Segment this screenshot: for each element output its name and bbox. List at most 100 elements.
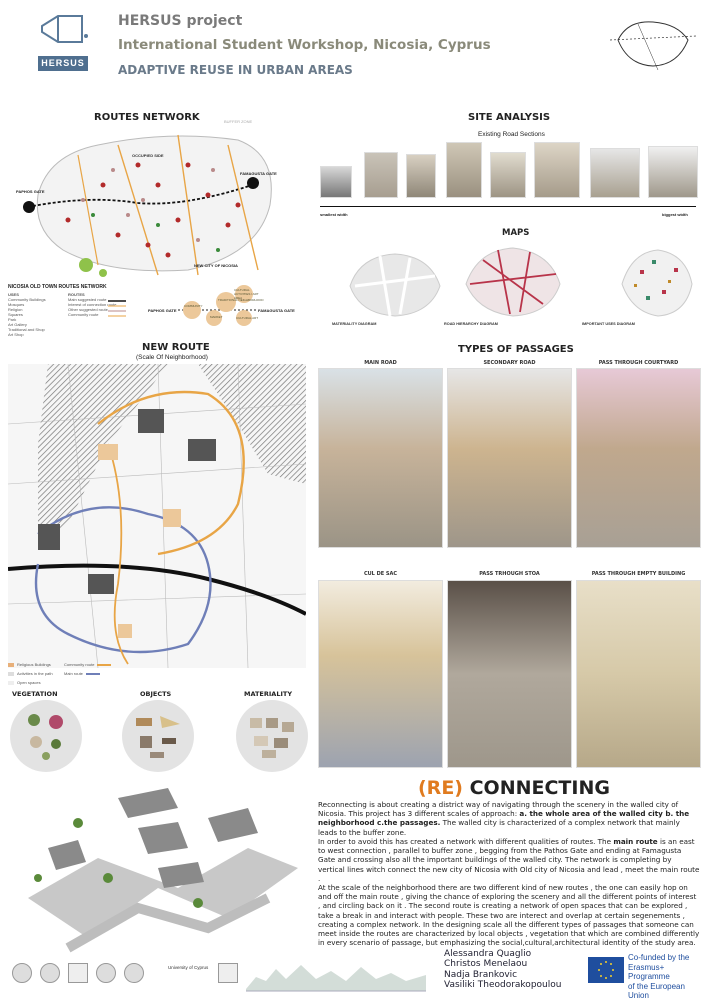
biggest-width-label: biggest width [662, 212, 688, 217]
city-skyline-icon [246, 965, 426, 992]
legend-item: Community route [64, 662, 144, 667]
use-item: Community Buildings [8, 297, 46, 302]
author-name: Christos Menelaou [444, 959, 528, 970]
road-section-photo [490, 152, 526, 198]
maps-row: MATERIALITY DIAGRAM ROAD HIERARCHY DIAGR… [320, 240, 700, 332]
routes-legend: NICOSIA OLD TOWN ROUTES NETWORK USES Com… [8, 284, 308, 344]
width-scale-line [320, 206, 696, 207]
legend-label: Religious Buildings [17, 662, 51, 667]
legend-item: Open spaces [8, 680, 148, 685]
university-seal-icon [12, 963, 32, 983]
objects-title: OBJECTS [140, 690, 172, 698]
axonometric-svg [28, 788, 298, 953]
route-item: Main suggested route [68, 297, 107, 302]
objects-circle [122, 700, 194, 772]
text-segment-bold: main route [613, 836, 658, 846]
legend-item: Activities in the path [8, 671, 148, 676]
paphos-gate-label: PAPHOS GATE [16, 189, 45, 194]
university-seal-icon [96, 963, 116, 983]
project-theme: ADAPTIVE REUSE IN URBAN AREAS [118, 63, 353, 77]
routes-legend-title: NICOSIA OLD TOWN ROUTES NETWORK [8, 284, 107, 290]
legend-label: Community route [64, 662, 95, 667]
use-item: Religion [8, 307, 23, 312]
passage-caption: MAIN ROAD [364, 360, 397, 366]
axonometric-illustration [8, 778, 308, 963]
passage-photo-main-road [318, 368, 443, 548]
route-item: Other suggested route [68, 307, 108, 312]
route-lines-legend [108, 300, 126, 317]
text-segment: In order to avoid this has created a net… [318, 836, 614, 846]
diagram-node: CULTURAL ACTIVITIES / ART AREA [234, 288, 259, 300]
road-hierarchy-map [465, 247, 561, 317]
new-route-subtitle: (Scale Of Neighborhood) [136, 354, 208, 361]
routes-map-svg [23, 134, 272, 277]
buffer-zone-label: BUFFER ZONE [224, 119, 253, 124]
diagram-node: MARKET [210, 315, 223, 319]
road-section-photo [534, 142, 580, 198]
route-item: Interest of connection route [68, 302, 117, 307]
legend-item: Religious Buildings [8, 662, 148, 667]
text-segment: At the scale of the neighborhood there a… [318, 882, 700, 948]
new-route-title: NEW ROUTE [142, 342, 210, 353]
passage-caption: PASS TRHOUGH STOA [479, 571, 540, 577]
city-outline-map [609, 21, 697, 71]
maps-title: MAPS [502, 228, 530, 238]
university-seal-icon [40, 963, 60, 983]
text-segment: is an east to west connection , parallel… [318, 836, 700, 883]
university-of-cyprus-logo: University of Cyprus [168, 965, 209, 970]
text-segment: The walled city is characterized of a co… [318, 818, 680, 837]
route-item: Community route [68, 312, 99, 317]
materiality-map [349, 253, 441, 317]
use-item: Art Gallery [8, 322, 27, 327]
famagusta-gate-label: FAMAGUSTA GATE [240, 171, 277, 176]
routes-network-title: ROUTES NETWORK [94, 112, 200, 123]
author-name: Alessandra Quaglio [444, 949, 532, 959]
use-item: Traditional and Shop [8, 327, 45, 332]
route-types-list: ROUTES Main suggested route Interest of … [68, 292, 148, 317]
passage-photo-cul-de-sac [318, 580, 443, 768]
new-route-legend: Religious Buildings Activities in the pa… [8, 662, 148, 692]
diagram-node: CULTURAL ART [236, 316, 259, 320]
route-diagram [178, 285, 258, 326]
project-subtitle: International Student Workshop, Nicosia,… [118, 37, 491, 53]
reconnecting-title-prefix: (RE) [418, 777, 470, 799]
passage-caption: SECONDARY ROAD [483, 360, 536, 366]
materials-icon [250, 718, 294, 758]
road-section-photo [446, 142, 482, 198]
materiality-circle [236, 700, 308, 772]
reconnecting-title: (RE) CONNECTING [418, 777, 610, 799]
diagram-start-label: PAPHOS GATE [148, 308, 177, 313]
map-caption: ROAD HIERARCHY DIAGRAM [444, 322, 498, 326]
legend-label: Open spaces [17, 680, 41, 685]
materiality-title: MATERIALITY [244, 690, 293, 698]
text-segment-bold: a. the whole area of the walled city b. … [318, 809, 690, 828]
legend-label: Main route [64, 671, 83, 676]
diagram-end-label: FAMAGUSTA GATE [258, 308, 295, 313]
eu-line: of the European Union [628, 981, 685, 1001]
uses-heading: USES [8, 292, 19, 297]
legend-item: Main route [64, 671, 144, 676]
map-caption: MATERIALITY DIAGRAM [332, 322, 377, 326]
diagram-node: COMMUNITY [184, 304, 203, 308]
objects-icon [136, 716, 180, 758]
project-title: HERSUS project [118, 13, 243, 29]
road-sections-title: Existing Road Sections [478, 131, 545, 138]
road-sections: smallest width biggest width [320, 142, 700, 217]
road-section-photo [406, 154, 436, 198]
text-segment: Reconnecting is about creating a distric… [318, 800, 679, 819]
road-section-photo [320, 166, 352, 198]
vegetation-title: VEGETATION [12, 690, 58, 698]
logo-box: HERSUS [38, 56, 88, 71]
passage-photo-courtyard [576, 368, 701, 548]
eu-flag-icon [588, 957, 624, 983]
hersus-logo-icon [41, 15, 88, 43]
partner-logo-icon [218, 963, 238, 983]
legend-label: Activities in the path [17, 671, 53, 676]
eu-line: Co-funded by the [628, 953, 690, 962]
diagram-node: TRADITIONAL NEIGHBORHOOD [218, 298, 264, 302]
occupied-side-label: OCCUPIED SIDE [132, 153, 164, 158]
authors: Alessandra Quaglio Christos Menelaou Nad… [444, 949, 561, 990]
reconnecting-title-main: CONNECTING [469, 777, 610, 799]
new-city-label: NEW CITY OF NICOSIA [194, 263, 238, 268]
use-item: Mosques [8, 302, 25, 307]
